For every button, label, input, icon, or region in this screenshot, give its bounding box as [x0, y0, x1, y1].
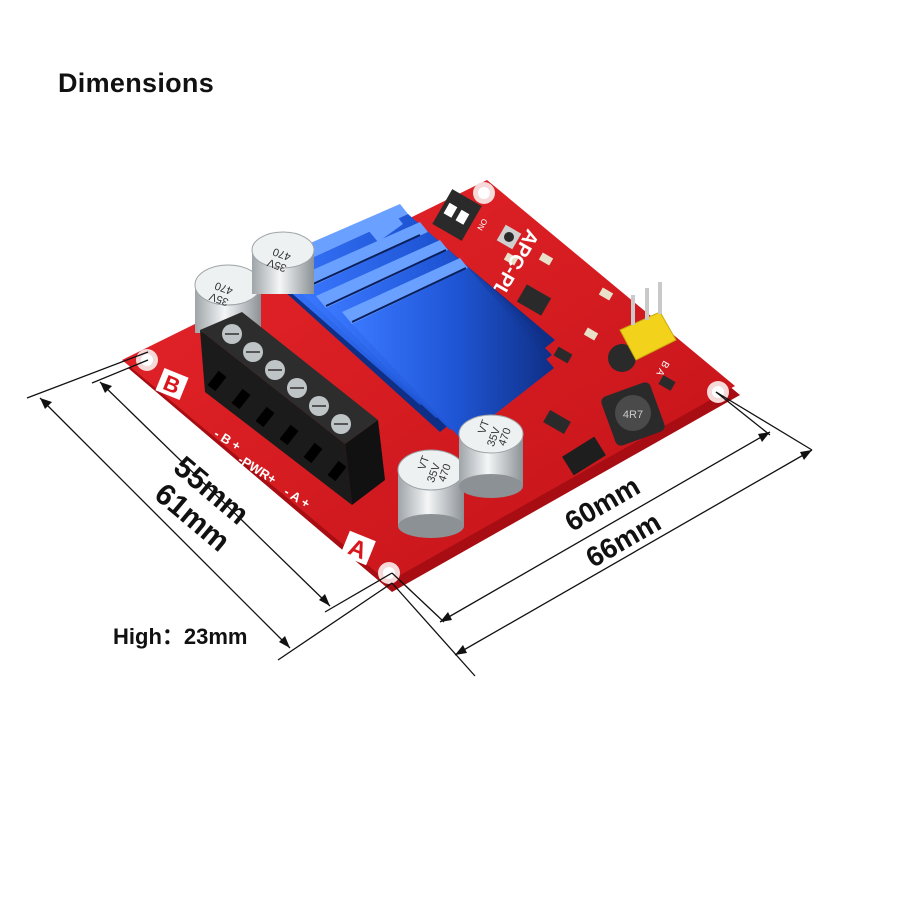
- page-title: Dimensions: [58, 68, 215, 98]
- height-label: High：23mm: [113, 624, 248, 649]
- arrow-head: [455, 645, 467, 655]
- arrow-head: [440, 612, 452, 622]
- heatsink: [262, 204, 555, 440]
- arrow-head: [279, 636, 290, 648]
- mounting-hole: [378, 562, 400, 584]
- terminal-screw: [265, 360, 285, 380]
- arrow-head: [100, 382, 112, 393]
- svg-text:VT: VT: [476, 418, 492, 436]
- capacitor-back-right: 470 35V: [251, 231, 315, 294]
- mounting-hole: [473, 182, 495, 204]
- terminal-screw: [243, 342, 263, 362]
- inductor-small: [608, 344, 636, 372]
- capacitor-front-left: VT 35V 470: [397, 449, 465, 538]
- heatsink-fin: [368, 214, 403, 242]
- svg-text:470: 470: [213, 279, 234, 297]
- capacitor-front-right: VT 35V 470: [458, 414, 524, 498]
- dimension-lines: [26, 351, 813, 677]
- svg-text:470: 470: [436, 462, 454, 483]
- terminal-screw: [287, 378, 307, 398]
- channel-b-marker: B: [155, 368, 189, 400]
- inductor: 4R7: [601, 382, 665, 446]
- heatsink-fin: [342, 258, 554, 440]
- svg-text:4R7: 4R7: [623, 409, 643, 421]
- arrow-head: [319, 594, 330, 606]
- arrow-head: [758, 432, 770, 442]
- arrow-head: [800, 450, 812, 460]
- push-button: [496, 224, 522, 250]
- channel-a-marker: A: [340, 530, 376, 566]
- svg-text:VT: VT: [416, 454, 432, 472]
- arrow-head: [40, 398, 52, 409]
- svg-text:470: 470: [496, 426, 514, 447]
- svg-text:470: 470: [271, 245, 292, 263]
- terminal-screw: [331, 414, 351, 434]
- terminal-block: [200, 312, 385, 505]
- terminal-screw: [309, 396, 329, 416]
- terminal-screw: [222, 324, 242, 344]
